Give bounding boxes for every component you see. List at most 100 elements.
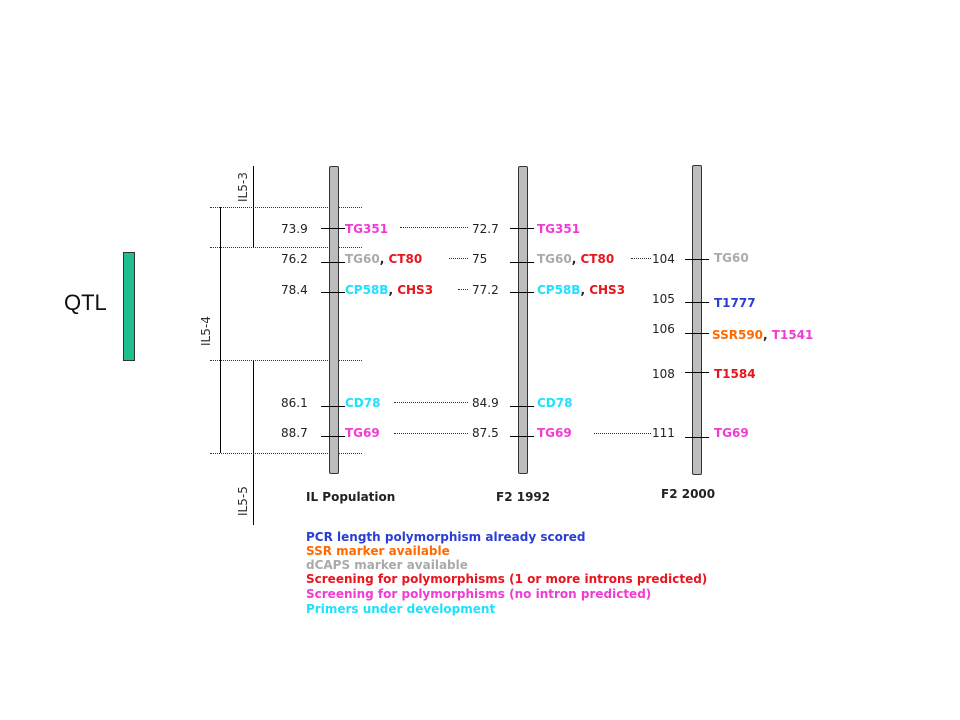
marker-tick <box>321 292 345 293</box>
marker-separator: , <box>580 283 590 297</box>
il53-label: IL5-3 <box>236 172 250 202</box>
il-boundary-line <box>210 453 362 454</box>
marker-label: TG69 <box>537 426 572 440</box>
marker-name: TG351 <box>537 222 581 236</box>
marker-position: 105 <box>652 292 675 306</box>
marker-name: TG60 <box>345 252 380 266</box>
marker-name: TG69 <box>714 426 749 440</box>
marker-label: TG351 <box>537 222 580 236</box>
marker-tick <box>685 302 709 303</box>
marker-position: 86.1 <box>281 396 308 410</box>
marker-tick <box>510 292 534 293</box>
il55-line <box>253 360 254 525</box>
connector-line <box>394 402 468 403</box>
chromosome-f2-2000 <box>692 165 702 475</box>
marker-tick <box>685 259 709 260</box>
marker-position: 84.9 <box>472 396 499 410</box>
marker-tick <box>685 372 709 373</box>
il-boundary-line <box>210 360 362 361</box>
map-title-il-population: IL Population <box>306 490 396 504</box>
marker-name: CP58B <box>537 283 581 297</box>
marker-tick <box>510 228 534 229</box>
marker-position: 111 <box>652 426 675 440</box>
marker-name: TG60 <box>714 251 749 265</box>
il55-label: IL5-5 <box>236 486 250 516</box>
marker-label: TG60 <box>714 251 749 265</box>
marker-label: TG69 <box>714 426 749 440</box>
legend-item-pcr: PCR length polymorphism already scored <box>306 530 586 544</box>
legend-item-ssr: SSR marker available <box>306 544 450 558</box>
marker-label: SSR590, T1541 <box>712 328 813 342</box>
marker-label: TG60, CT80 <box>345 252 422 266</box>
marker-name: CD78 <box>537 396 573 410</box>
marker-position: 88.7 <box>281 426 308 440</box>
marker-separator: , <box>571 252 581 266</box>
il-boundary-line <box>210 207 362 208</box>
marker-name: CHS3 <box>397 283 434 297</box>
marker-tick <box>321 228 345 229</box>
marker-name: CT80 <box>580 252 615 266</box>
marker-separator: , <box>388 283 398 297</box>
marker-label: T1777 <box>714 296 756 310</box>
marker-name: CT80 <box>388 252 423 266</box>
marker-label: TG69 <box>345 426 380 440</box>
marker-name: TG69 <box>537 426 572 440</box>
marker-name: T1541 <box>771 328 814 342</box>
marker-position: 104 <box>652 252 675 266</box>
marker-tick <box>510 262 534 263</box>
marker-label: T1584 <box>714 367 756 381</box>
marker-position: 75 <box>472 252 488 266</box>
il54-line <box>220 207 221 453</box>
chromosome-il-population <box>329 166 339 474</box>
qtl-bar <box>123 252 135 361</box>
legend-item-dcaps: dCAPS marker available <box>306 558 468 572</box>
chromosome-f2-1992 <box>518 166 528 474</box>
marker-label: TG351 <box>345 222 388 236</box>
connector-line <box>631 258 651 259</box>
marker-position: 72.7 <box>472 222 499 236</box>
marker-tick <box>321 406 345 407</box>
marker-tick <box>321 262 345 263</box>
marker-position: 76.2 <box>281 252 308 266</box>
marker-name: TG351 <box>345 222 389 236</box>
marker-tick <box>685 333 709 334</box>
marker-name: T1777 <box>714 296 756 310</box>
marker-name: TG60 <box>537 252 572 266</box>
marker-name: SSR590 <box>712 328 764 342</box>
marker-position: 108 <box>652 367 675 381</box>
map-title-f2-1992: F2 1992 <box>496 490 551 504</box>
legend-item-primers: Primers under development <box>306 602 496 616</box>
marker-tick <box>685 437 709 438</box>
connector-line <box>594 433 651 434</box>
marker-name: CP58B <box>345 283 389 297</box>
marker-name: CD78 <box>345 396 381 410</box>
marker-name: T1584 <box>714 367 756 381</box>
connector-line <box>458 289 468 290</box>
marker-separator: , <box>379 252 389 266</box>
marker-label: CD78 <box>345 396 380 410</box>
marker-position: 87.5 <box>472 426 499 440</box>
marker-tick <box>510 436 534 437</box>
marker-tick <box>321 436 345 437</box>
marker-tick <box>510 406 534 407</box>
marker-position: 73.9 <box>281 222 308 236</box>
marker-label: CP58B, CHS3 <box>345 283 433 297</box>
marker-position: 77.2 <box>472 283 499 297</box>
marker-position: 106 <box>652 322 675 336</box>
marker-label: CD78 <box>537 396 572 410</box>
il-boundary-line <box>210 247 362 248</box>
legend-item-no-intron: Screening for polymorphisms (no intron p… <box>306 587 652 601</box>
marker-label: TG60, CT80 <box>537 252 614 266</box>
marker-name: TG69 <box>345 426 380 440</box>
marker-position: 78.4 <box>281 283 308 297</box>
connector-line <box>394 433 468 434</box>
connector-line <box>400 227 468 228</box>
il54-label: IL5-4 <box>199 316 213 346</box>
qtl-label: QTL <box>64 290 107 315</box>
map-title-f2-2000: F2 2000 <box>661 487 716 501</box>
marker-name: CHS3 <box>589 283 626 297</box>
marker-label: CP58B, CHS3 <box>537 283 625 297</box>
connector-line <box>449 258 468 259</box>
legend-item-introns: Screening for polymorphisms (1 or more i… <box>306 572 708 586</box>
